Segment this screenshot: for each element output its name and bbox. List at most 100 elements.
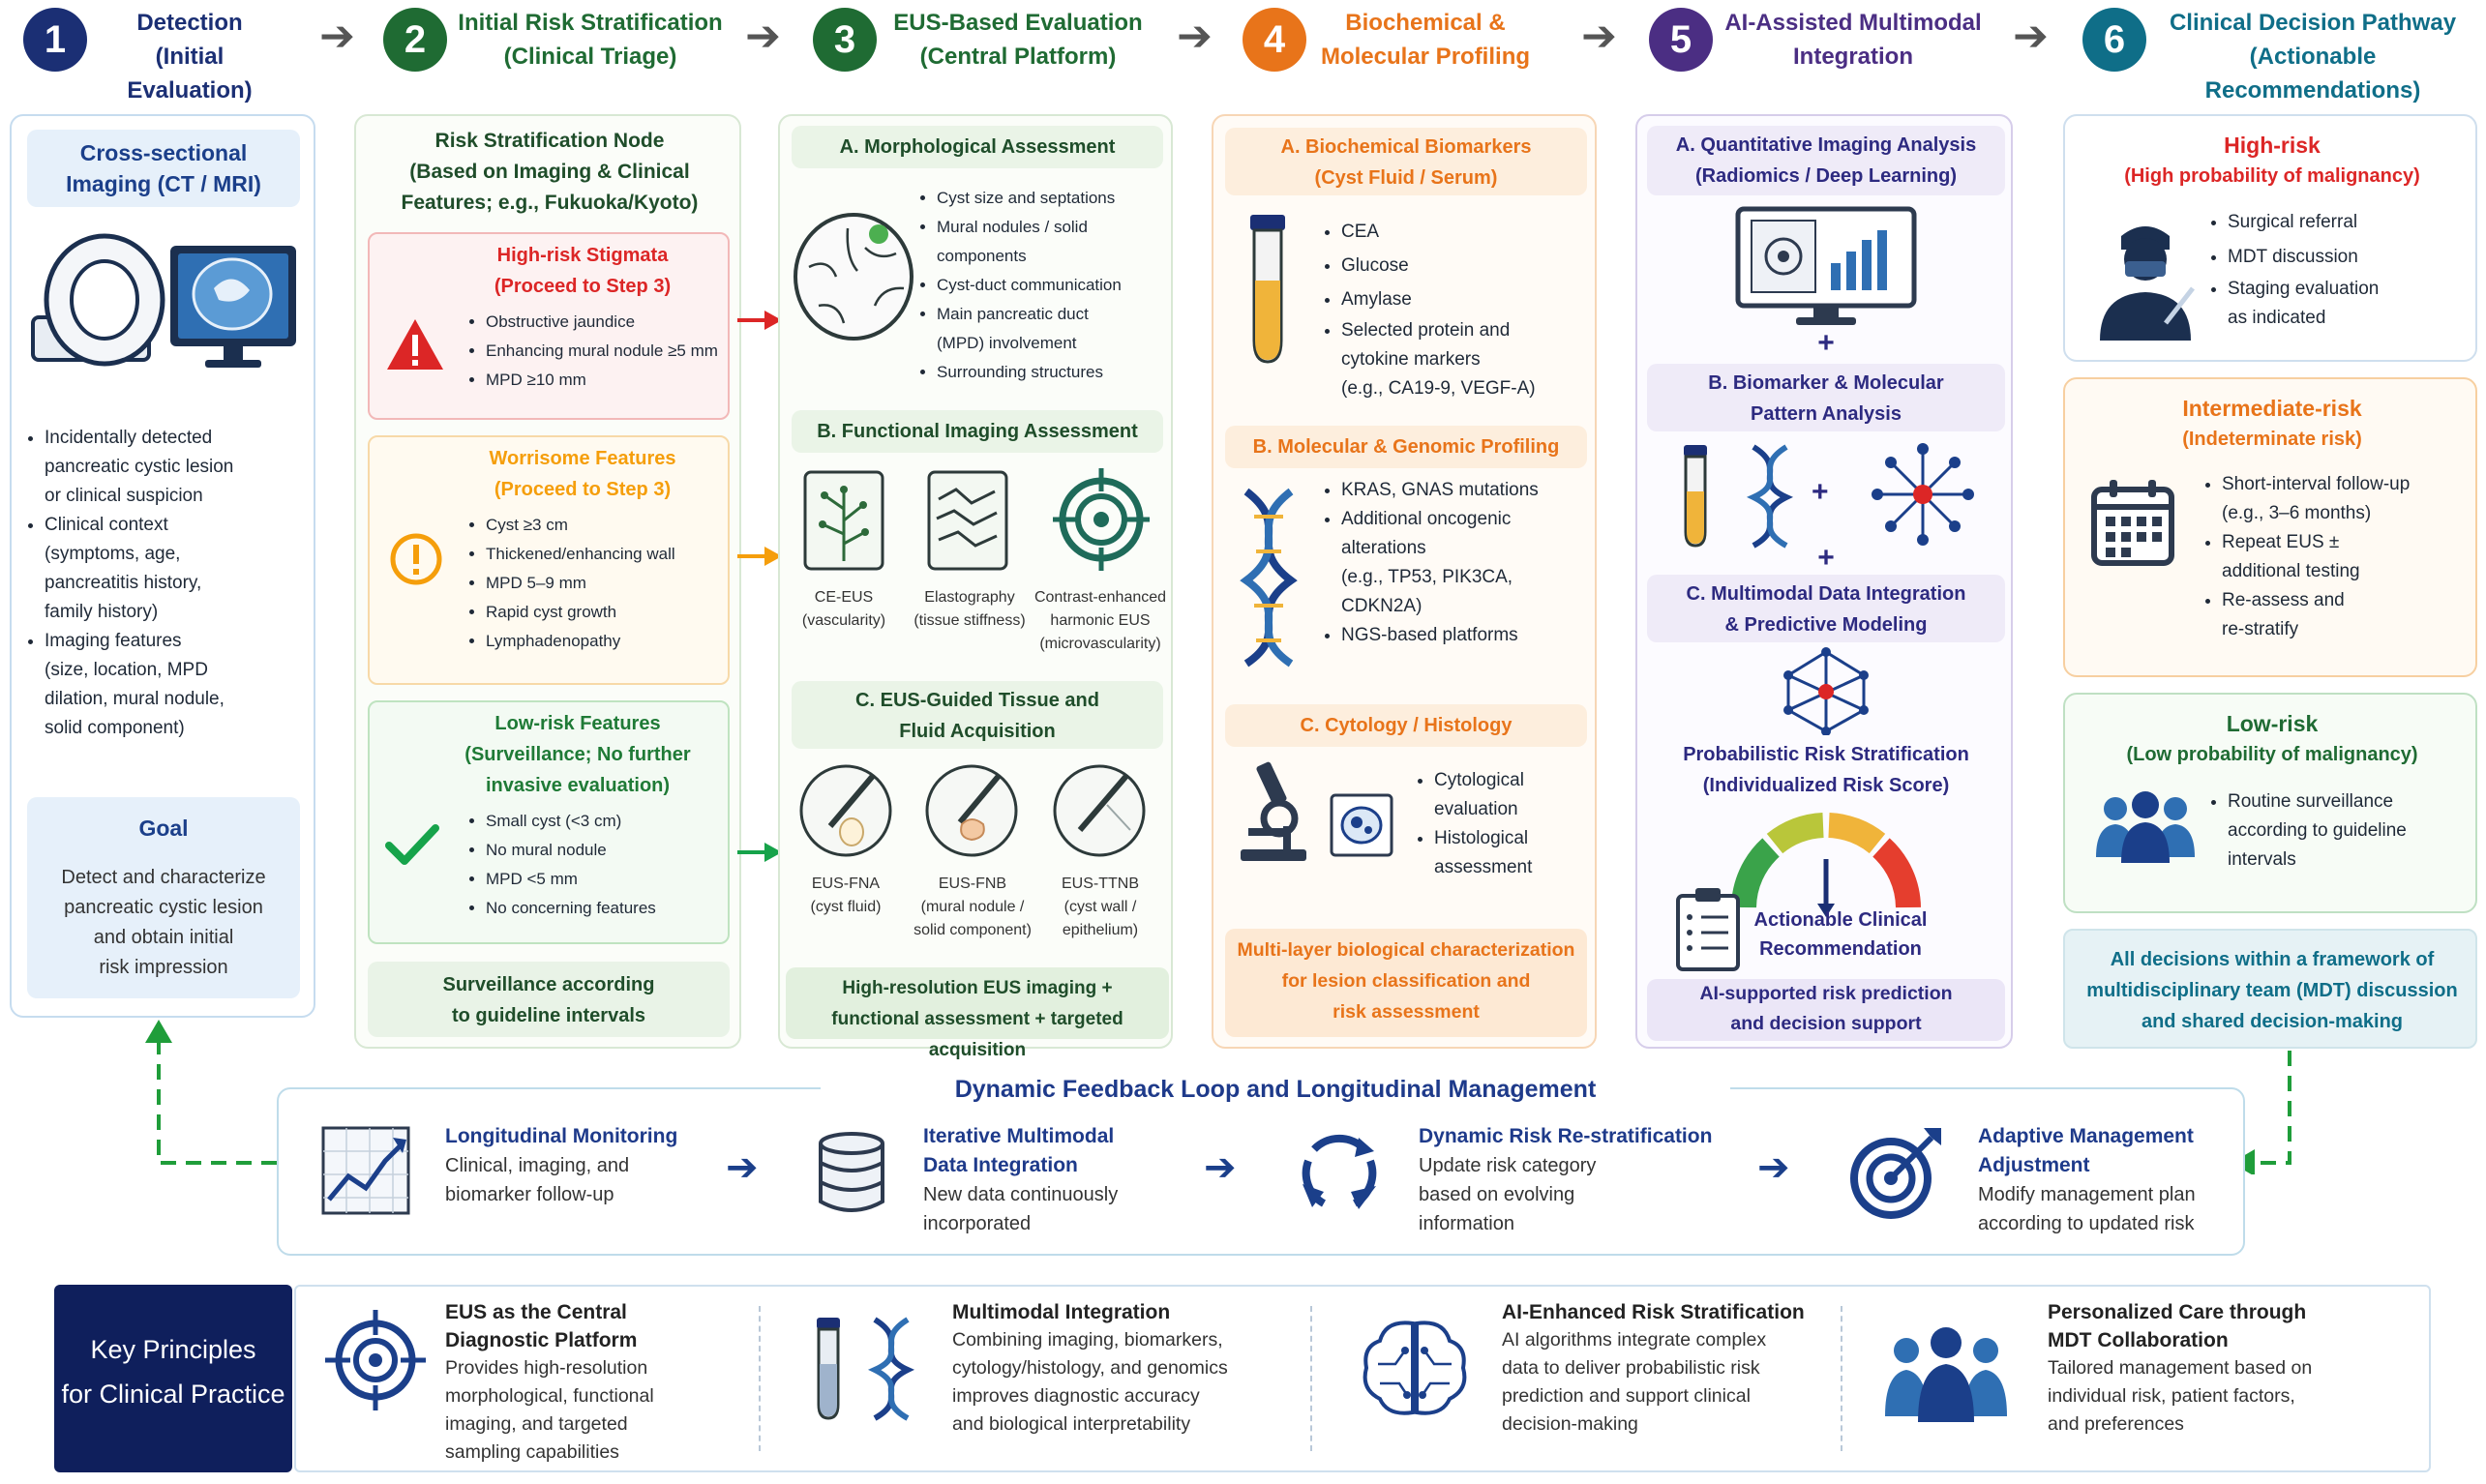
title-line: (High probability of malignancy) — [2124, 165, 2420, 187]
eus-footer-text: High-resolution EUS imaging + functional… — [786, 973, 1169, 1066]
cytology-item: Cytological evaluation — [1434, 766, 1593, 824]
caption-line: EUS-FNA — [811, 876, 881, 892]
step-6-title-line1: Clinical Decision Pathway — [2169, 10, 2457, 36]
caption-line: (mural nodule / — [920, 899, 1025, 915]
bullet-line: Imaging features — [45, 631, 182, 651]
title-line: (Cyst Fluid / Serum) — [1314, 167, 1498, 189]
probabilistic-risk-title: Probabilistic Risk Stratification (Indiv… — [1637, 739, 2015, 801]
biomarker-line: (e.g., CA19-9, VEGF-A) — [1341, 378, 1536, 399]
title-line: A. Quantitative Imaging Analysis — [1675, 134, 1977, 156]
molecular-line: (e.g., TP53, PIK3CA, — [1341, 567, 1513, 587]
high-risk-card-items: Surgical referral MDT discussion Staging… — [2206, 205, 2468, 333]
caption-line: Elastography — [924, 589, 1015, 606]
cytology-line: evaluation — [1434, 799, 1518, 819]
recommendation-line: as indicated — [2228, 308, 2326, 328]
low-risk-item: No mural nodule — [486, 836, 734, 865]
step-1-title-line1: Detection — [136, 10, 243, 36]
quantitative-imaging-title-box: A. Quantitative Imaging Analysis (Radiom… — [1647, 126, 2005, 195]
feedback-item-text: Modify management plan — [1978, 1184, 2196, 1205]
feedback-item-text: information — [1419, 1213, 1514, 1234]
step-4-number: 4 — [1243, 8, 1306, 72]
step-2-title-line1: Initial Risk Stratification — [458, 10, 723, 36]
intermediate-risk-card-title: Intermediate-risk (Indeterminate risk) — [2065, 393, 2479, 455]
title-line: High-risk Stigmata — [496, 245, 669, 266]
biological-footer-text: Multi-layer biological characterization … — [1225, 935, 1587, 1027]
feedback-item-monitoring: Longitudinal Monitoring Clinical, imagin… — [445, 1122, 697, 1209]
title-line: (Indeterminate risk) — [2182, 429, 2362, 450]
bullet-line: Incidentally detected — [45, 428, 213, 448]
title-line: (Individualized Risk Score) — [1702, 775, 1950, 796]
key-principles-panel: EUS as the Central Diagnostic Platform P… — [294, 1285, 2431, 1472]
morphological-title-box: A. Morphological Assessment — [792, 126, 1163, 168]
group-icon — [2096, 791, 2195, 863]
line-chart-icon — [321, 1126, 410, 1215]
caption-line: harmonic EUS — [1050, 612, 1151, 629]
footer-line: for lesion classification and — [1281, 970, 1531, 992]
arrow-right-icon: ➔ — [1177, 13, 1213, 60]
biochemical-title-box: A. Biochemical Biomarkers (Cyst Fluid / … — [1225, 128, 1587, 195]
eus-fna-caption: EUS-FNA (cyst fluid) — [788, 873, 904, 919]
feedback-item-text: Clinical, imaging, and — [445, 1155, 630, 1176]
biochemical-title: A. Biochemical Biomarkers (Cyst Fluid / … — [1225, 132, 1587, 193]
caption-line: (tissue stiffness) — [914, 612, 1026, 629]
feedback-loop-panel: Dynamic Feedback Loop and Longitudinal M… — [277, 1074, 2245, 1256]
step-3-title-line2: (Central Platform) — [919, 44, 1117, 70]
mdt-line: multidisciplinary team (MDT) discussion — [2086, 980, 2458, 1001]
target-arrow-icon — [1850, 1128, 1941, 1219]
title-line: C. Multimodal Data Integration — [1686, 583, 1966, 605]
team-icon — [1885, 1327, 2007, 1422]
morph-item: Surrounding structures — [937, 358, 1171, 387]
biomarker-pattern-title-box: B. Biomarker & Molecular Pattern Analysi… — [1647, 364, 2005, 431]
step-4-title-line1: Biochemical & — [1345, 10, 1506, 36]
footer-line: functional assessment + targeted acquisi… — [831, 1009, 1123, 1060]
tissue-acquisition-title: C. EUS-Guided Tissue and Fluid Acquisiti… — [792, 685, 1163, 747]
divider — [1841, 1306, 1842, 1451]
test-tube-icon — [1250, 215, 1285, 364]
dna-icon — [867, 1317, 915, 1421]
principle-text: improves diagnostic accuracy — [952, 1385, 1200, 1407]
arrow-right-icon: ➔ — [1581, 13, 1617, 60]
target-icon — [1053, 468, 1150, 571]
node-line: Features; e.g., Fukuoka/Kyoto) — [401, 192, 699, 214]
title-line: High-risk — [2224, 133, 2321, 158]
step-1-title-line2: (Initial Evaluation) — [127, 44, 253, 104]
feedback-arrow-left — [145, 1020, 277, 1165]
title-line: Recommendation — [1759, 938, 1922, 960]
column-eus-evaluation: A. Morphological Assessment Cyst size an… — [778, 114, 1173, 1060]
step-5-title-line2: Integration — [1793, 44, 1913, 70]
step-2-title: Initial Risk Stratification (Clinical Tr… — [455, 6, 726, 74]
feedback-item-head: Adjustment — [1978, 1154, 2090, 1176]
biomarker-item: Amylase — [1341, 282, 1591, 316]
harmonic-eus-caption: Contrast-enhanced harmonic EUS (microvas… — [1028, 586, 1173, 656]
cytology-line: Cytological — [1434, 770, 1524, 790]
step-3-number: 3 — [813, 8, 877, 72]
detection-bullet: Clinical context (symptoms, age, pancrea… — [45, 511, 312, 627]
title-line: B. Biomarker & Molecular — [1708, 372, 1944, 394]
title-line: & Predictive Modeling — [1724, 614, 1928, 636]
goal-line: Detect and characterize — [61, 867, 266, 888]
surveillance-line: to guideline intervals — [451, 1005, 646, 1026]
recommendation-line: Short-interval follow-up — [2222, 474, 2411, 494]
intermediate-risk-recommendation-card: Intermediate-risk (Indeterminate risk) S… — [2063, 377, 2477, 677]
recommendation-line: Re-assess and — [2222, 590, 2345, 610]
functional-title-box: B. Functional Imaging Assessment — [792, 410, 1163, 453]
recommendation-item: Re-assess and re-stratify — [2222, 586, 2468, 644]
molecular-line: alterations — [1341, 538, 1426, 558]
recommendation-line: re-stratify — [2222, 619, 2299, 639]
detection-bullets: Incidentally detected pancreatic cystic … — [21, 424, 312, 743]
recommendation-line: Routine surveillance — [2228, 791, 2394, 812]
goal-line: pancreatic cystic lesion — [64, 897, 263, 918]
worrisome-item: Thickened/enhancing wall — [486, 540, 734, 569]
feedback-item-text: incorporated — [923, 1213, 1032, 1234]
bullet-line: (size, location, MPD — [45, 660, 208, 680]
caption-line: epithelium) — [1062, 922, 1139, 938]
biomarker-line: Glucose — [1341, 255, 1409, 276]
principle-text: cytology/histology, and genomics — [952, 1357, 1228, 1379]
recommendation-line: Repeat EUS ± — [2222, 532, 2340, 552]
worrisome-item: Lymphadenopathy — [486, 627, 734, 656]
cell-slide-icon — [1330, 793, 1393, 857]
step-1-title: Detection (Initial Evaluation) — [93, 6, 286, 107]
detection-bullet: Incidentally detected pancreatic cystic … — [45, 424, 312, 511]
